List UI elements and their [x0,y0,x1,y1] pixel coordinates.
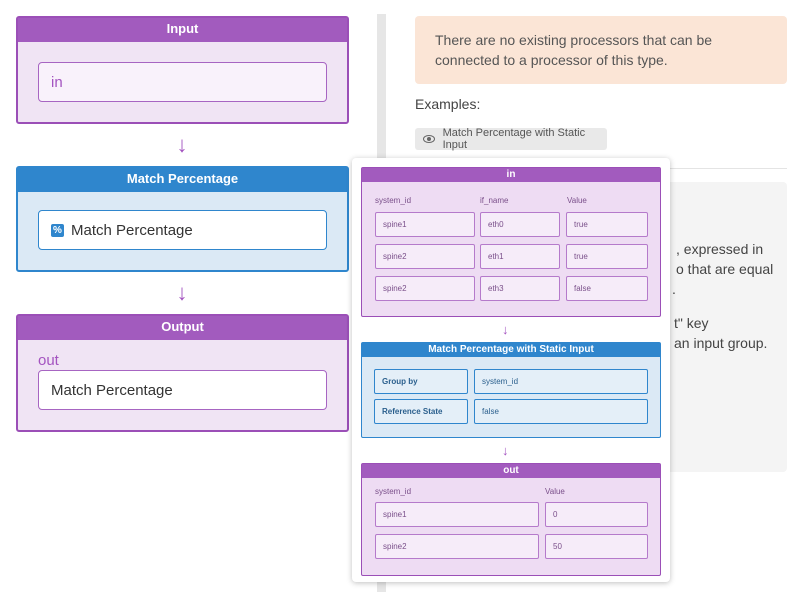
processor-name: Match Percentage [71,221,193,239]
table-cell: false [566,276,648,301]
arrow-down-icon: ↓ [176,280,188,305]
column-header: system_id [375,196,412,205]
table-cell: true [566,212,648,237]
output-stage[interactable]: Output out Match Percentage [16,314,349,432]
table-cell: eth1 [480,244,560,269]
example-output-title: out [362,464,660,478]
example-input-title: in [362,168,660,182]
match-stage-title: Match Percentage [18,168,347,192]
table-cell: spine1 [375,502,539,527]
processor-param-value: system_id [474,369,648,394]
table-cell: 50 [545,534,648,559]
column-header: system_id [375,487,412,496]
input-stage[interactable]: Input in [16,16,349,124]
output-name-label: out [38,352,59,369]
table-cell: spine2 [375,276,475,301]
example-processor: Match Percentage with Static Input Group… [361,342,661,438]
table-cell: spine2 [375,244,475,269]
description-text: an input group. [674,335,768,351]
table-cell: eth0 [480,212,560,237]
arrow-down-icon: ↓ [502,322,509,337]
column-header: if_name [480,196,509,205]
match-percentage-stage[interactable]: Match Percentage % Match Percentage [16,166,349,272]
no-processors-notice: There are no existing processors that ca… [415,16,787,84]
description-text: . [672,281,676,297]
output-stage-title: Output [18,316,347,340]
example-popover: in system_id if_name Value spine1 eth0 t… [352,158,670,582]
input-name-field[interactable]: in [38,62,327,102]
examples-label: Examples: [415,96,481,112]
input-stage-title: Input [18,18,347,42]
example-output-table: out system_id Value spine1 0 spine2 50 [361,463,661,576]
example-chip-label: Match Percentage with Static Input [442,127,586,151]
processor-param-label: Group by [374,369,468,394]
table-cell: spine2 [375,534,539,559]
example-chip[interactable]: Match Percentage with Static Input [415,127,607,151]
example-processor-title: Match Percentage with Static Input [362,343,660,357]
eye-icon [423,135,435,143]
processor-param-label: Reference State [374,399,468,424]
table-cell: true [566,244,648,269]
percent-icon: % [51,223,64,237]
column-header: Value [567,196,587,205]
table-cell: spine1 [375,212,475,237]
table-cell: 0 [545,502,648,527]
description-text: t" key [674,315,709,331]
table-cell: eth3 [480,276,560,301]
description-text: o that are equal [676,261,774,277]
output-value-field[interactable]: Match Percentage [38,370,327,410]
description-text: , expressed in [676,241,764,257]
processor-param-value: false [474,399,648,424]
example-input-table: in system_id if_name Value spine1 eth0 t… [361,167,661,317]
arrow-down-icon: ↓ [176,132,188,157]
arrow-down-icon: ↓ [502,443,509,458]
column-header: Value [545,487,565,496]
match-percentage-processor[interactable]: % Match Percentage [38,210,327,250]
